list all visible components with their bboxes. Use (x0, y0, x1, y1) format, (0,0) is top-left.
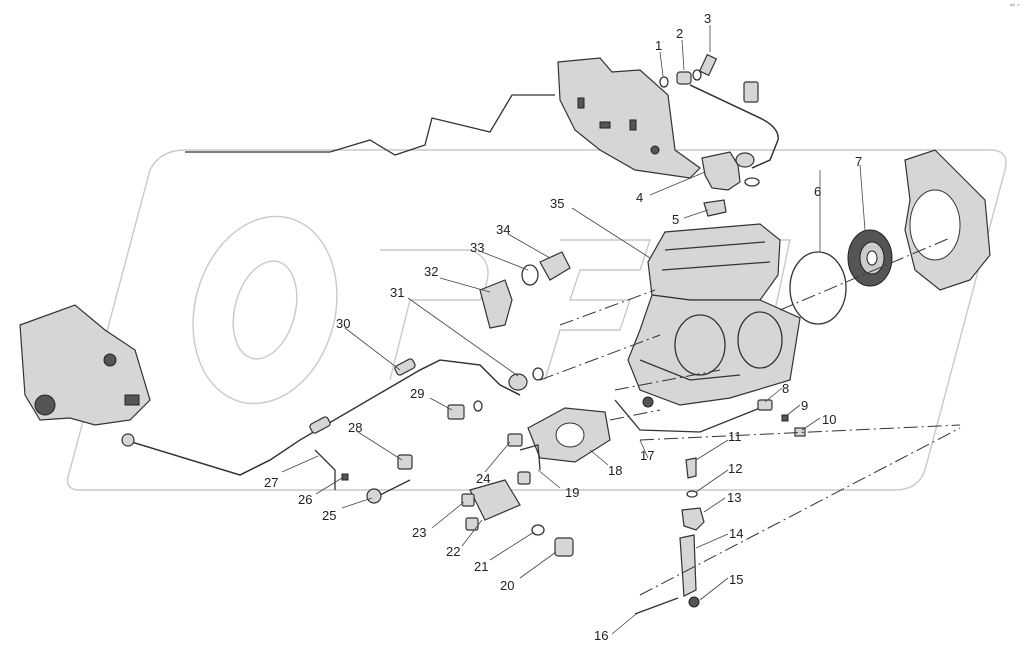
callout-16: 16 (594, 628, 608, 643)
callout-24: 24 (476, 471, 490, 486)
o-ring (789, 251, 847, 325)
callout-32: 32 (424, 264, 438, 279)
corner-mark: ᵃ⁴ ⁼ (1010, 3, 1020, 10)
callout-22: 22 (446, 544, 460, 559)
engine-outline (185, 94, 555, 156)
elbow-fitting (701, 151, 760, 217)
inlet-fittings (479, 251, 571, 391)
callout-27: 27 (264, 475, 278, 490)
callout-4: 4 (636, 190, 643, 205)
callout-26: 26 (298, 492, 312, 507)
callout-23: 23 (412, 525, 426, 540)
gear-housing (19, 304, 151, 426)
callout-31: 31 (390, 285, 404, 300)
callout-labels: 1 2 3 4 5 6 7 8 9 10 11 12 13 14 15 16 1… (264, 11, 862, 643)
leader-lines (281, 25, 866, 635)
mounting-bracket (557, 57, 701, 179)
callout-21: 21 (474, 559, 488, 574)
callout-19: 19 (565, 485, 579, 500)
callout-35: 35 (550, 196, 564, 211)
drive-gear (847, 229, 893, 287)
callout-1: 1 (655, 38, 662, 53)
callout-18: 18 (608, 463, 622, 478)
callout-25: 25 (322, 508, 336, 523)
callout-7: 7 (855, 154, 862, 169)
callout-11: 11 (728, 429, 742, 444)
assembly-lines (539, 237, 961, 596)
callout-29: 29 (410, 386, 424, 401)
bolts (314, 400, 574, 557)
callout-30: 30 (336, 316, 350, 331)
callout-33: 33 (470, 240, 484, 255)
side-pipe (614, 399, 806, 437)
callout-6: 6 (814, 184, 821, 199)
callout-10: 10 (822, 412, 836, 427)
long-pipe (121, 358, 521, 476)
callout-3: 3 (704, 11, 711, 26)
callout-28: 28 (348, 420, 362, 435)
callout-8: 8 (782, 381, 789, 396)
upper-pipe (689, 81, 779, 169)
cover-plate (527, 407, 611, 463)
callout-12: 12 (728, 461, 742, 476)
callout-17: 17 (640, 448, 654, 463)
callout-5: 5 (672, 212, 679, 227)
callout-20: 20 (500, 578, 514, 593)
callout-2: 2 (676, 26, 683, 41)
callout-14: 14 (729, 526, 743, 541)
callout-34: 34 (496, 222, 510, 237)
lower-fittings (634, 457, 705, 615)
callout-15: 15 (729, 572, 743, 587)
callout-13: 13 (727, 490, 741, 505)
callout-9: 9 (801, 398, 808, 413)
flange-plate (904, 149, 991, 291)
air-compressor (627, 223, 801, 408)
fittings-top (659, 53, 718, 88)
